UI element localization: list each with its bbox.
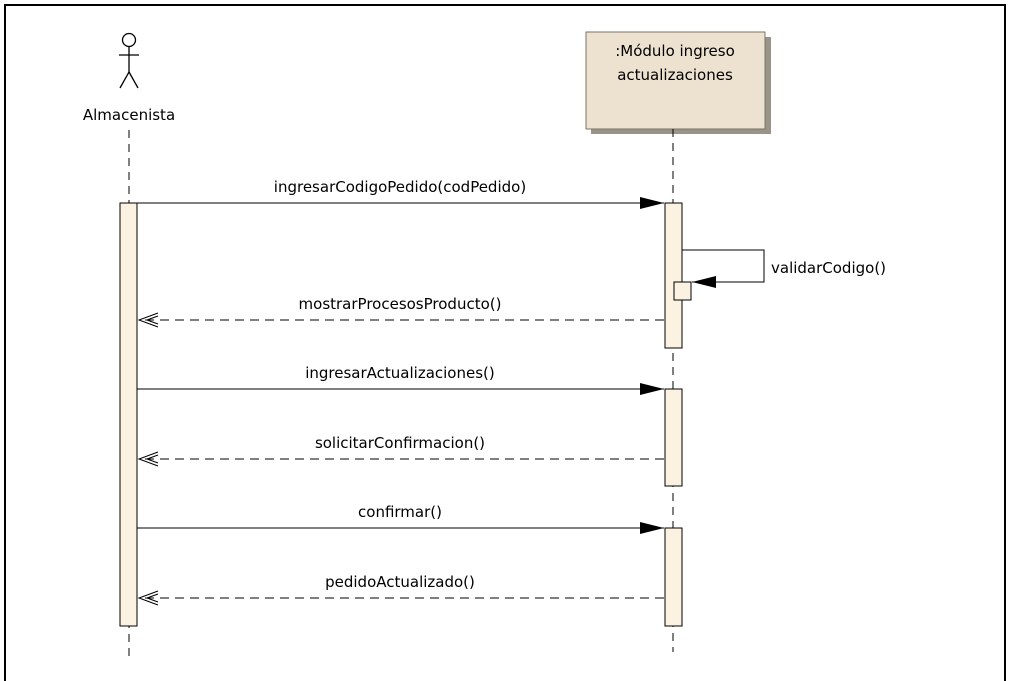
diagram-frame [4,4,1006,681]
object-activation-bar-3 [664,527,683,627]
object-activation-bar-1 [664,202,683,349]
actor-almacenista: Almacenista [83,32,175,124]
message-label: mostrarProcesosProducto() [299,295,502,313]
arrowhead-open [137,590,159,606]
message-label: confirmar() [358,503,442,521]
arrowhead-filled [640,522,664,534]
arrowhead-filled [640,197,664,209]
object-modulo-ingreso: :Módulo ingreso actualizaciones [585,31,771,134]
message-ingresar-actualizaciones: ingresarActualizaciones() [137,364,664,395]
actor-activation-bar [119,202,138,627]
message-label: ingresarActualizaciones() [305,364,495,382]
message-confirmar: confirmar() [137,503,664,534]
message-label: validarCodigo() [771,259,886,277]
message-validar-codigo: validarCodigo() [682,249,886,288]
actor-name-label: Almacenista [83,106,175,124]
message-ingresar-codigo-pedido: ingresarCodigoPedido(codPedido) [137,178,664,209]
message-pedido-actualizado: pedidoActualizado() [137,573,664,606]
message-label: pedidoActualizado() [325,573,475,591]
object-activation-bar-2 [664,388,683,487]
message-label: solicitarConfirmacion() [315,434,485,452]
stick-figure-icon [119,32,139,89]
object-box [585,31,766,130]
arrowhead-filled [640,383,664,395]
object-name-line-1: :Módulo ingreso [615,42,735,60]
self-call-line [682,249,765,283]
object-name-line-2: actualizaciones [617,66,733,84]
arrowhead-open-inner [145,315,159,325]
message-solicitar-confirmacion: solicitarConfirmacion() [137,434,664,467]
self-call-activation-box [673,281,692,301]
arrowhead-open-inner [145,593,159,603]
arrowhead-open-inner [145,454,159,464]
message-mostrar-procesos-producto: mostrarProcesosProducto() [137,295,664,328]
arrowhead-open [137,312,159,328]
arrowhead-open [137,451,159,467]
arrowhead-filled [692,276,716,288]
message-label: ingresarCodigoPedido(codPedido) [274,178,526,196]
